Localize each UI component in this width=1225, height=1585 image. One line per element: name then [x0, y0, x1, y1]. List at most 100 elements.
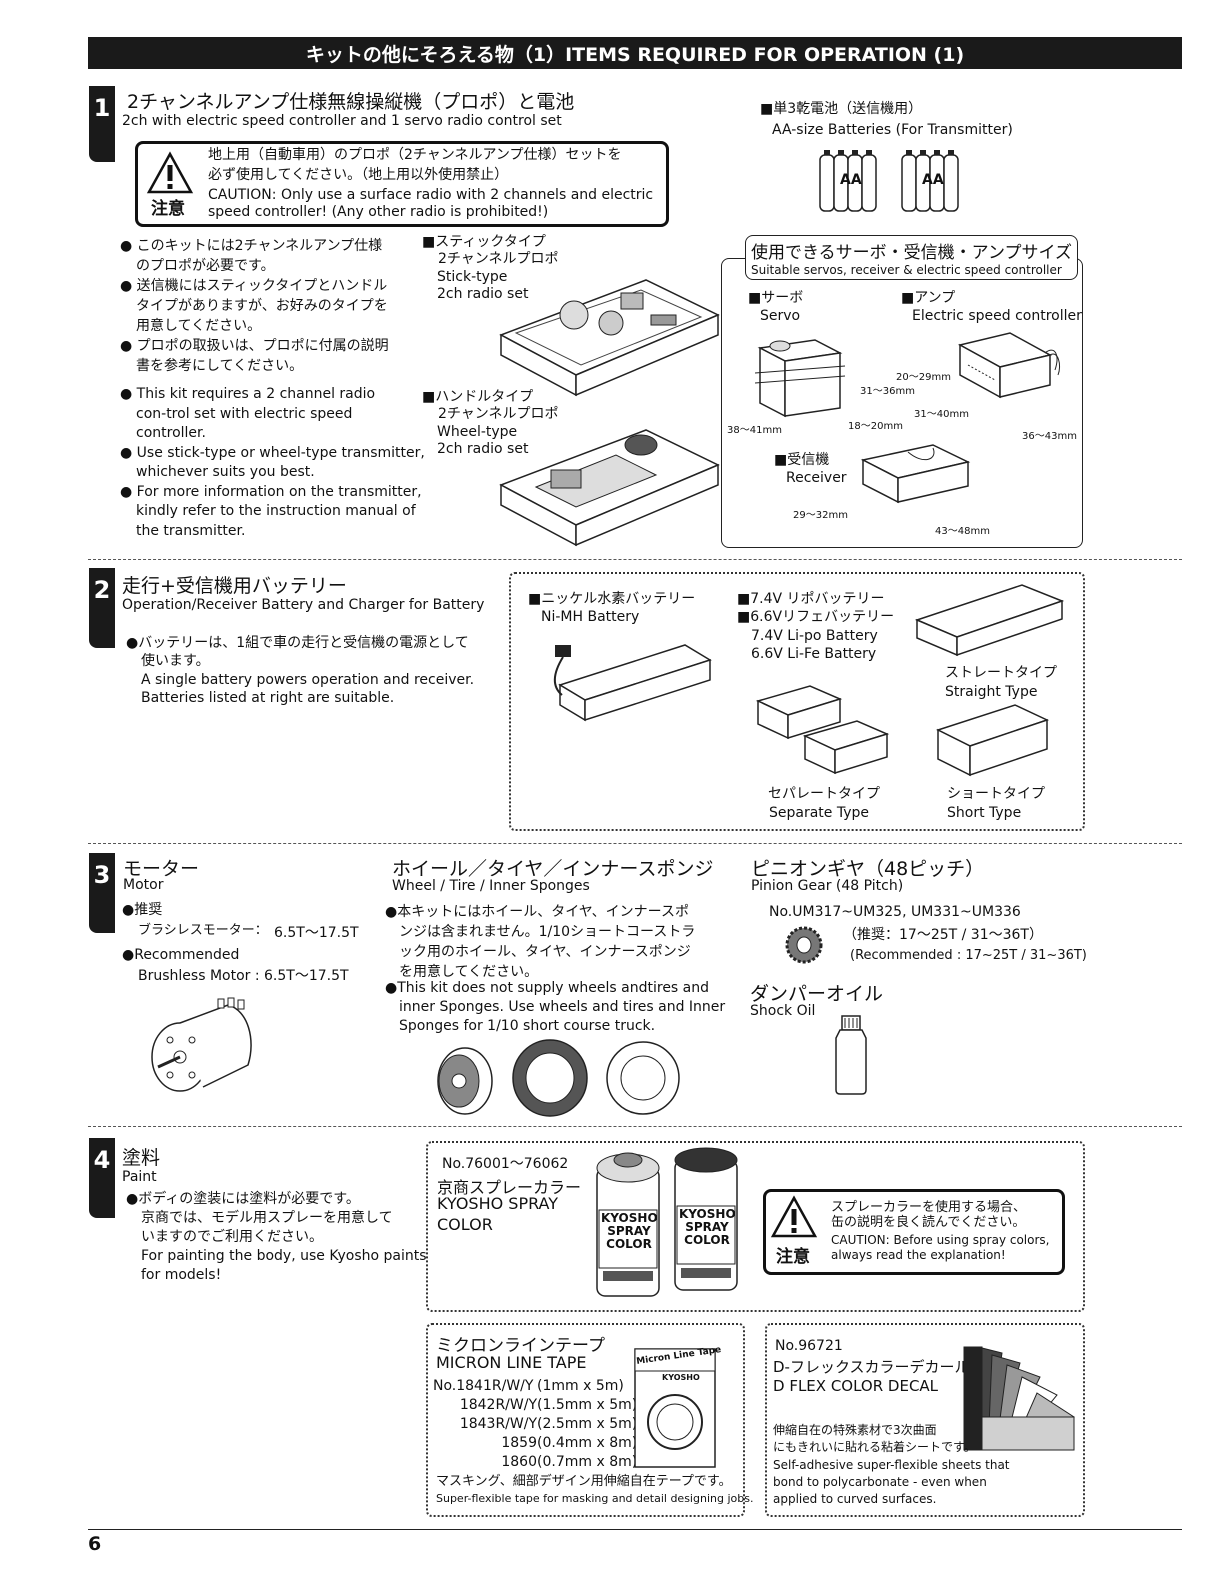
- s2-bullet-jp2: 使います。: [141, 653, 210, 669]
- tape-title-jp: ミクロンラインテープ: [436, 1336, 605, 1356]
- pinion-rec-en: (Recommended : 17~25T / 31~36T): [850, 948, 1087, 963]
- s2-text-en2: Batteries listed at right are suitable.: [141, 690, 395, 706]
- short-type-en: Short Type: [947, 805, 1022, 821]
- dflex-decal-box: [765, 1323, 1085, 1517]
- section-divider-3: [88, 1126, 1182, 1127]
- spray-title-en1: KYOSHO SPRAY: [437, 1194, 559, 1213]
- tape-list: No.1841R/W/Y(1mm x 5m) 1842R/W/Y(1.5mm x…: [433, 1378, 638, 1470]
- esc-illustration: [957, 332, 1061, 399]
- receiver-illustration: [860, 444, 971, 504]
- spray-caution-jp1: スプレーカラーを使用する場合、: [831, 1200, 1027, 1215]
- wheel-bullets-jp: ●本キットにはホイール、タイヤ、インナースポ ンジは含まれません。1/10ショー…: [385, 904, 696, 980]
- servo-label-jp: ■サーボ: [748, 290, 804, 306]
- separate-battery-illustration: [755, 685, 890, 775]
- s1-caution-box: [135, 141, 669, 227]
- receiver-length-dim: 43〜48mm: [935, 526, 990, 537]
- spray-caution-box: [763, 1189, 1065, 1275]
- decal-swatch-fan-illustration: [963, 1346, 1075, 1451]
- servo-height-dim: 31〜36mm: [860, 386, 915, 397]
- pinion-part-numbers: No.UM317~UM325, UM331~UM336: [769, 904, 1021, 920]
- motor-illustration: [151, 997, 252, 1092]
- servo-depth-dim: 18〜20mm: [848, 421, 903, 432]
- tape-desc-jp: マスキング、細部デザイン用伸縮自在テープです。: [436, 1474, 732, 1489]
- separate-type-en: Separate Type: [769, 805, 870, 821]
- receiver-label-en: Receiver: [786, 470, 847, 486]
- aa-label-1: AA: [840, 172, 862, 188]
- s1-title-jp: 2チャンネルアンプ仕様無線操縦機（プロポ）と電池: [127, 91, 575, 113]
- warning-icon: [146, 151, 194, 194]
- s2-title-en: Operation/Receiver Battery and Charger f…: [122, 597, 485, 613]
- stick-type-jp1: ■スティックタイプ: [422, 234, 546, 250]
- lipo-label-en: 7.4V Li-po Battery: [751, 628, 878, 644]
- micron-tape-box: [426, 1323, 745, 1517]
- wheel-type-en2: 2ch radio set: [437, 441, 529, 457]
- pinion-title-en: Pinion Gear (48 Pitch): [751, 878, 904, 894]
- battery-types-box: [509, 572, 1085, 831]
- spray-title-en2: COLOR: [437, 1215, 493, 1234]
- s1-caution-jp2: 必ず使用してください。（地上用以外使用禁止）: [208, 167, 509, 183]
- shock-oil-en: Shock Oil: [750, 1003, 816, 1019]
- spray-caution-jp2: 缶の説明を良く読んでください。: [831, 1215, 1026, 1230]
- decal-part-number: No.96721: [775, 1338, 843, 1354]
- section-divider-2: [88, 843, 1182, 844]
- nimh-battery-illustration: [553, 644, 712, 722]
- motor-brushless-jp: ブラシレスモーター：: [138, 923, 268, 938]
- amp-label-jp: ■アンプ: [901, 290, 956, 306]
- motor-brushless-jp-val: 6.5T〜17.5T: [274, 925, 359, 941]
- servo-label-en: Servo: [760, 308, 801, 324]
- pinion-gear-icon: [785, 926, 823, 964]
- section-number-1: 1: [89, 86, 115, 162]
- motor-title-jp: モーター: [123, 858, 200, 880]
- straight-type-en: Straight Type: [945, 684, 1038, 700]
- tape-desc-en: Super-flexible tape for masking and deta…: [436, 1492, 754, 1505]
- life-label-en: 6.6V Li-Fe Battery: [751, 646, 877, 662]
- servo-width-dim: 38〜41mm: [727, 425, 782, 436]
- spray-color-box: [426, 1141, 1085, 1312]
- suitable-equipment-label: 使用できるサーボ・受信機・アンプサイズ Suitable servos, rec…: [745, 235, 1078, 280]
- micron-tape-package-illustration: [634, 1348, 716, 1468]
- section-number-3: 3: [89, 853, 115, 933]
- stick-type-en2: 2ch radio set: [437, 286, 529, 302]
- stick-transmitter-illustration: [499, 279, 720, 397]
- paint-text: ●ボディの塗装には塗料が必要です。 京商では、モデル用スプレーを用意して います…: [126, 1191, 427, 1283]
- decal-desc-en2: bond to polycarbonate - even when: [773, 1475, 987, 1489]
- shock-oil-jp: ダンパーオイル: [750, 983, 884, 1005]
- straight-battery-illustration: [914, 584, 1065, 657]
- s1-bullets-en: ● This kit requires a 2 channel radio co…: [120, 386, 425, 539]
- esc-width-dim: 31〜40mm: [914, 409, 969, 420]
- s2-bullet-jp1: ●バッテリーは、1組で車の走行と受信機の電源として: [126, 635, 469, 651]
- aa-battery-icon: [819, 150, 959, 212]
- section-number-4: 4: [89, 1138, 115, 1218]
- s1-caution-en2: speed controller! (Any other radio is pr…: [208, 204, 549, 220]
- motor-rec-en: ●Recommended: [122, 947, 240, 963]
- receiver-width-dim: 29〜32mm: [793, 510, 848, 521]
- footer-rule: [88, 1529, 1182, 1530]
- s2-title-jp: 走行+受信機用バッテリー: [122, 575, 347, 597]
- spray-caution-en2: always read the explanation!: [831, 1248, 1006, 1262]
- esc-length-dim: 36〜43mm: [1022, 431, 1077, 442]
- esc-height-dim: 20〜29mm: [896, 372, 951, 383]
- wheel-title-en: Wheel / Tire / Inner Sponges: [392, 878, 590, 894]
- amp-label-en: Electric speed controller: [912, 308, 1082, 324]
- spray-can-label-2: KYOSHO SPRAY COLOR: [679, 1207, 736, 1247]
- nimh-label-en: Ni-MH Battery: [541, 609, 640, 625]
- page-number: 6: [88, 1533, 102, 1555]
- wheel-title-jp: ホイール／タイヤ／インナースポンジ: [392, 858, 714, 880]
- aa-batteries-en: AA-size Batteries (For Transmitter): [772, 122, 1013, 138]
- decal-title-jp: D-フレックスカラーデカール: [773, 1358, 970, 1376]
- aa-label-2: AA: [922, 172, 944, 188]
- page-title: キットの他にそろえる物（1）ITEMS REQUIRED FOR OPERATI…: [88, 37, 1182, 69]
- shock-oil-bottle-icon: [835, 1015, 867, 1095]
- wheel-bullets-en: ●This kit does not supply wheels andtire…: [385, 980, 726, 1034]
- decal-desc-en3: applied to curved surfaces.: [773, 1492, 937, 1506]
- wheel-tire-sponge-illustration: [437, 1039, 680, 1117]
- spray-can-label-1: KYOSHO SPRAY COLOR: [601, 1211, 658, 1251]
- decal-desc-jp2: にもきれいに貼れる粘着シートです。: [773, 1440, 976, 1454]
- wheel-type-jp1: ■ハンドルタイプ: [422, 389, 534, 405]
- decal-desc-jp1: 伸縮自在の特殊素材で3次曲面: [773, 1423, 937, 1437]
- wheel-transmitter-illustration: [499, 429, 720, 547]
- spray-caution-en1: CAUTION: Before using spray colors,: [831, 1233, 1050, 1247]
- separate-type-jp: セパレートタイプ: [768, 786, 880, 802]
- servo-illustration: [754, 339, 846, 418]
- pinion-title-jp: ピニオンギヤ（48ピッチ）: [751, 858, 985, 880]
